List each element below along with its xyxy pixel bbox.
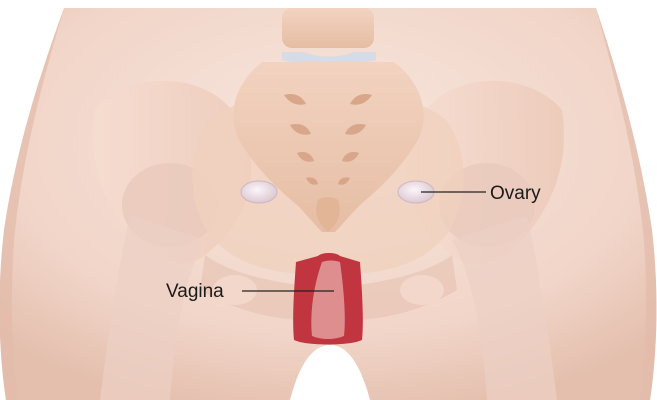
vagina-label: Vagina (166, 282, 224, 301)
right-obturator-foramen (400, 275, 444, 305)
left-ovary (240, 181, 278, 203)
ovary-label: Ovary (490, 184, 541, 203)
lumbar-vertebra (282, 8, 374, 48)
